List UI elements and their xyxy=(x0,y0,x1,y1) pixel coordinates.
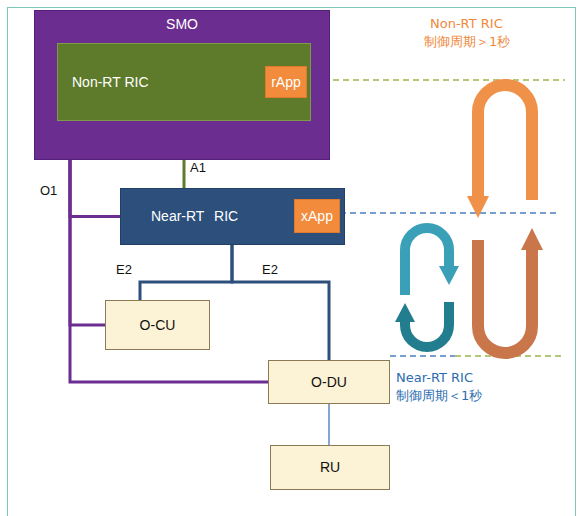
annotation-text: 制御周期＜1秒 xyxy=(396,388,482,404)
interface-label: A1 xyxy=(190,160,206,176)
app-box: rApp xyxy=(265,66,307,98)
interface-line xyxy=(232,245,329,360)
unit-box: O-CU xyxy=(105,300,210,350)
unit-box: RU xyxy=(270,445,390,490)
box-label: Near-RT RIC xyxy=(151,208,238,225)
ric-box: Near-RT RIC xApp xyxy=(120,188,345,245)
level-dashed-line xyxy=(340,212,560,214)
annotation-text: Non-RT RIC xyxy=(430,16,503,32)
annotation-text: Near-RT RIC xyxy=(396,370,473,386)
cycle-arrow xyxy=(478,85,532,200)
interface-label: E2 xyxy=(262,262,278,278)
interface-label: O1 xyxy=(40,183,57,199)
cycle-arrowhead xyxy=(395,303,415,322)
cycle-arrow xyxy=(405,228,449,295)
ric-box: Non-RT RIC rApp xyxy=(57,43,311,121)
box-label: xApp xyxy=(301,208,333,225)
cycle-arrow xyxy=(405,302,449,347)
box-label: RU xyxy=(320,459,340,476)
unit-box: O-DU xyxy=(268,360,390,404)
interface-line xyxy=(328,404,330,445)
cycle-arrowhead xyxy=(521,228,543,250)
box-label: rApp xyxy=(271,74,301,91)
cycle-arrowhead xyxy=(439,266,459,285)
box-label: Non-RT RIC xyxy=(72,74,149,91)
annotation-text: 制御周期＞1秒 xyxy=(424,34,510,50)
interface-line xyxy=(70,160,105,325)
smo-box: SMO Non-RT RIC rApp xyxy=(34,10,330,160)
cycle-arrowhead xyxy=(467,196,489,218)
box-label: SMO xyxy=(166,16,198,33)
cycle-arrow xyxy=(478,240,532,353)
interface-line xyxy=(140,245,232,300)
frame-border xyxy=(8,8,576,516)
box-label: O-CU xyxy=(140,317,176,334)
level-dashed-line xyxy=(390,355,455,357)
level-dashed-line xyxy=(303,79,565,81)
app-box: xApp xyxy=(294,199,340,233)
interface-line xyxy=(70,160,120,217)
box-label: O-DU xyxy=(311,374,347,391)
interface-label: E2 xyxy=(116,262,132,278)
